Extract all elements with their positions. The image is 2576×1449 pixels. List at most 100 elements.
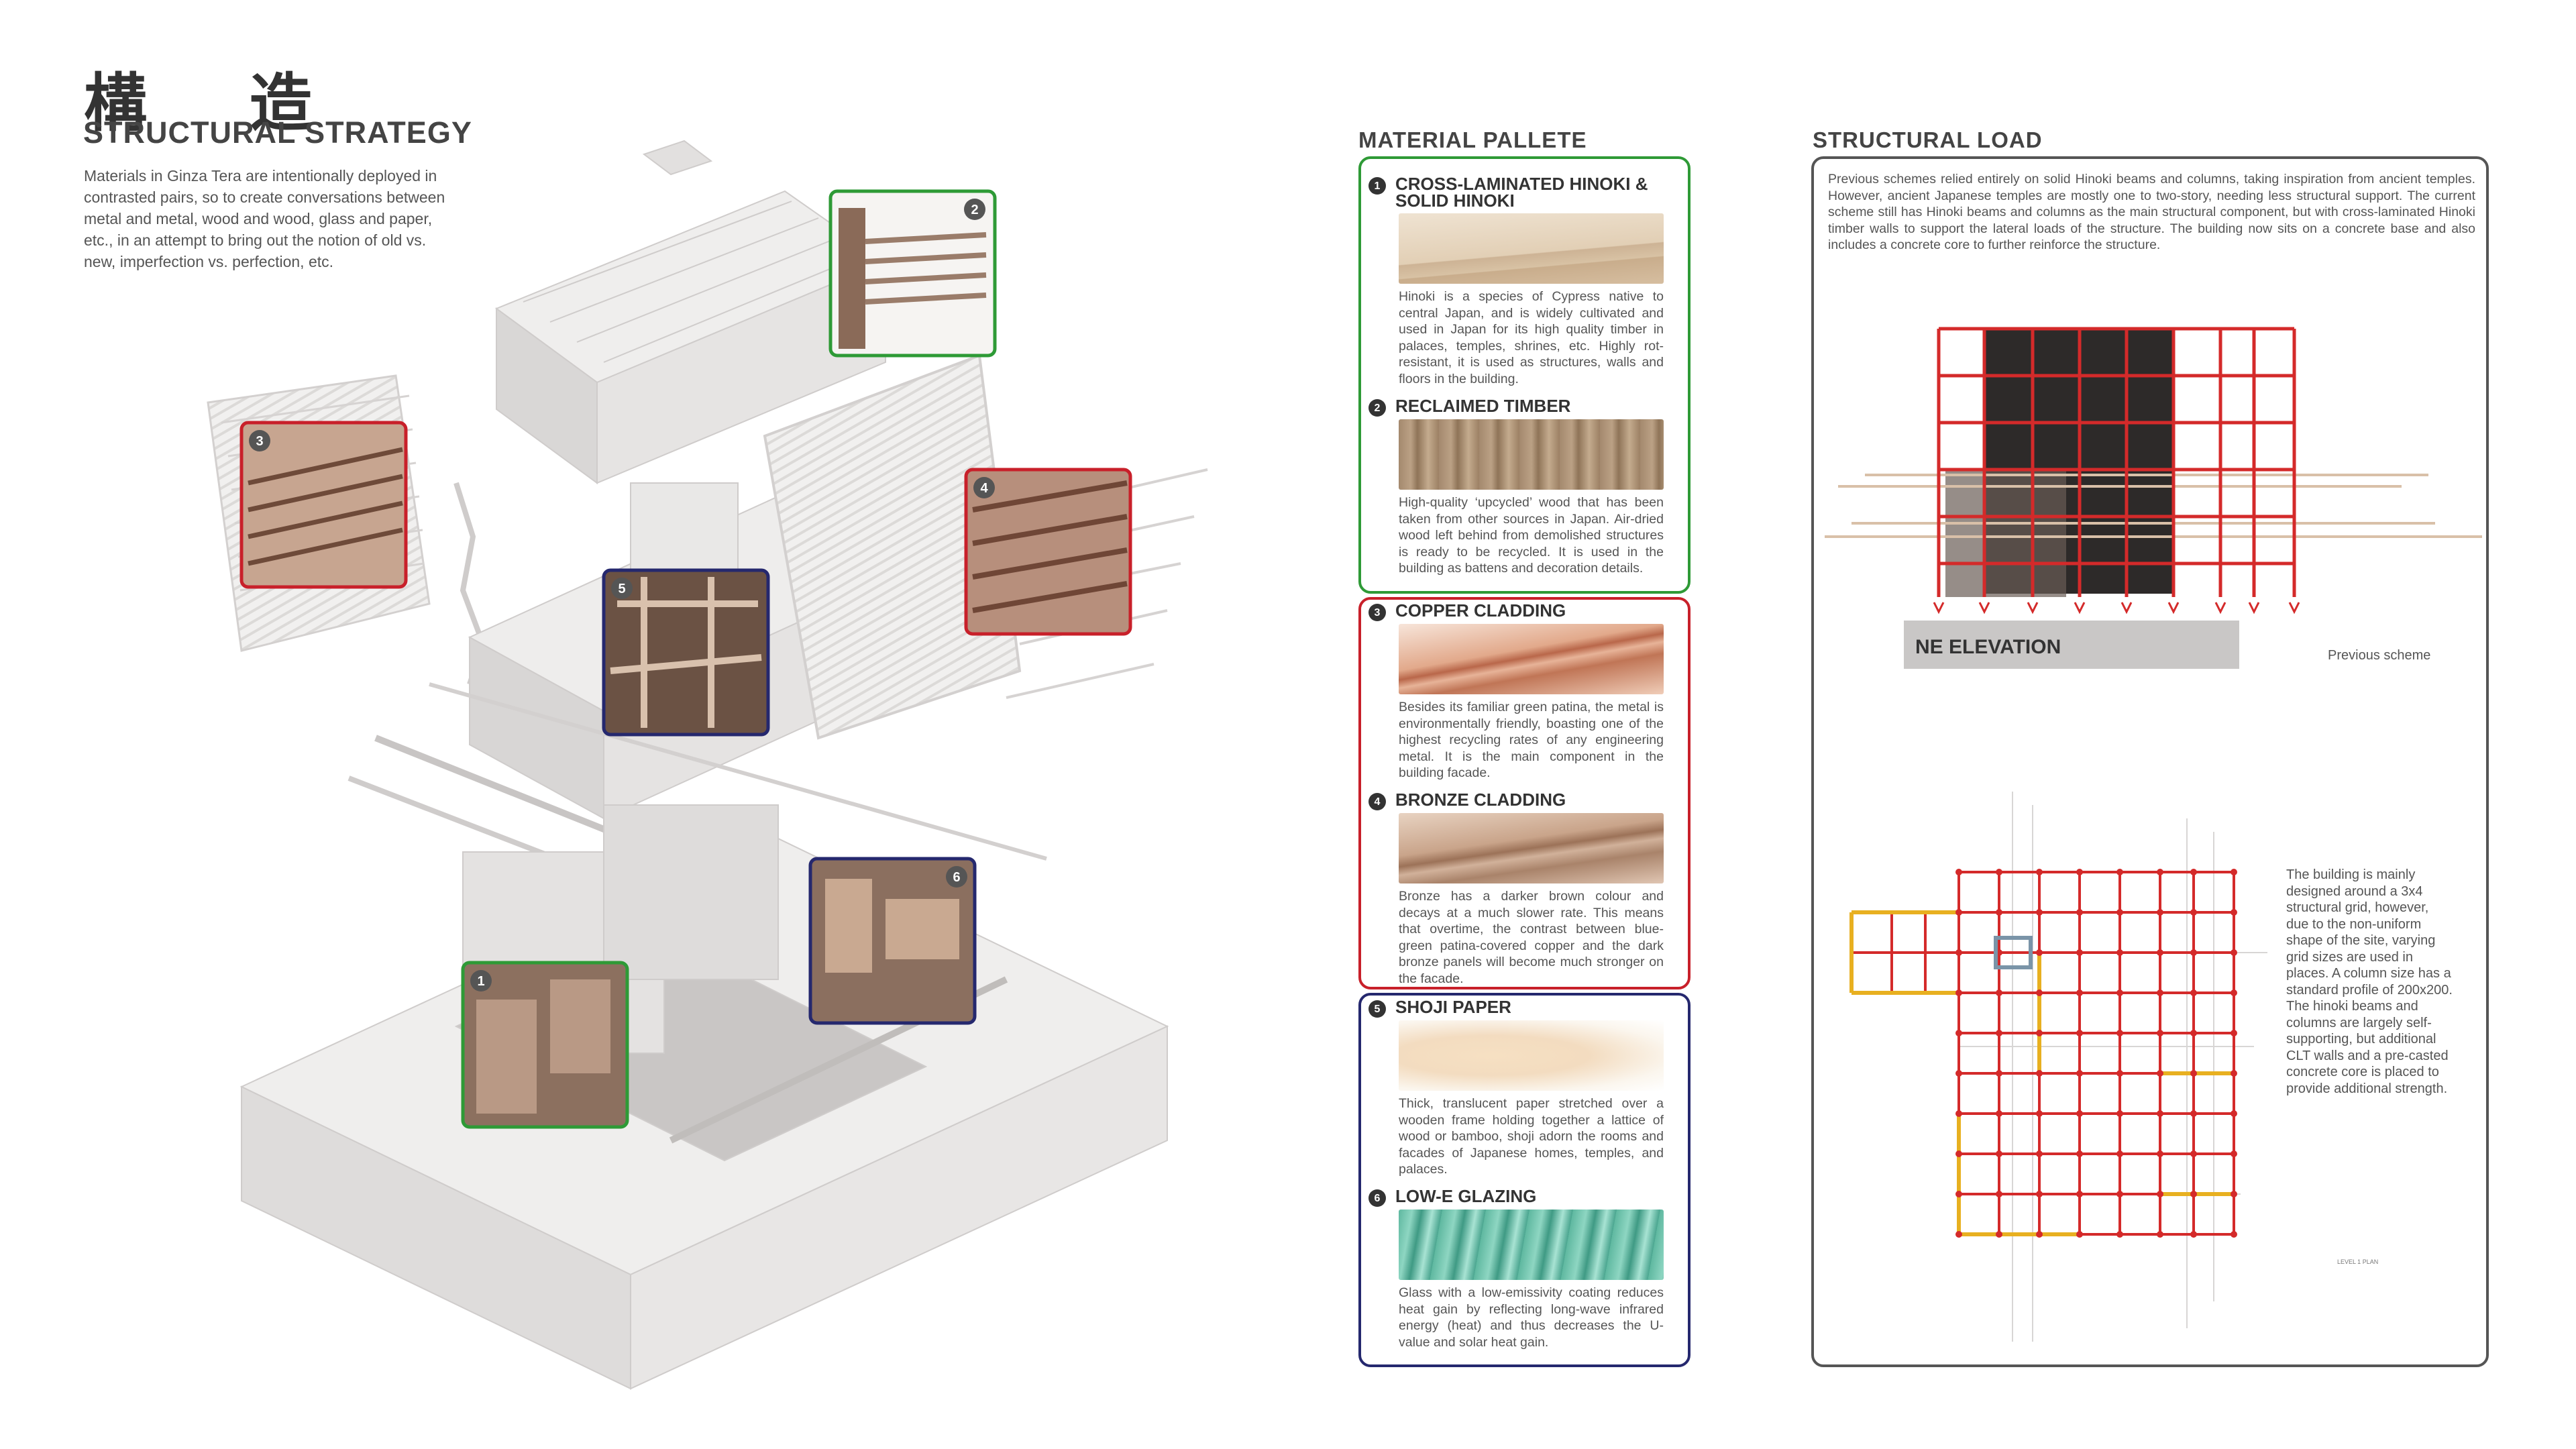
plan-structural-grid	[1849, 869, 2237, 1238]
plan-column-node	[1955, 1030, 1962, 1036]
copper-cladding-sample-image	[1399, 624, 1664, 694]
plan-column-node	[2036, 1030, 2043, 1036]
plan-column-node	[2231, 869, 2237, 875]
callout-number-5: 5	[611, 578, 633, 599]
svg-text:4: 4	[980, 481, 988, 496]
plan-column-node	[2036, 949, 2043, 956]
material-description: High-quality ‘upcycled’ wood that has be…	[1399, 495, 1664, 576]
hinoki-sample-image	[1399, 213, 1664, 284]
plan-column-node	[2116, 1231, 2123, 1238]
material-number: 2	[1368, 399, 1386, 417]
callout-3[interactable]	[239, 421, 408, 589]
bronze-cladding-sample-image	[1399, 813, 1664, 883]
plan-column-node	[2190, 1191, 2197, 1197]
plan-column-node	[2116, 869, 2123, 875]
svg-text:1: 1	[477, 974, 484, 989]
plan-column-node	[2190, 1231, 2197, 1238]
intro-text: Materials in Ginza Tera are intentionall…	[84, 167, 445, 270]
plan-column-node	[2076, 1110, 2083, 1117]
roof-level-block	[494, 140, 888, 484]
svg-text:2: 2	[971, 203, 978, 217]
structural-grid-note: The building is mainly designed around a…	[2286, 867, 2453, 1096]
plan-column-node	[2157, 1030, 2163, 1036]
plan-column-node	[2036, 909, 2043, 916]
ground-level-base	[239, 804, 1169, 1390]
callout-1[interactable]	[461, 961, 629, 1129]
plan-column-node	[2076, 949, 2083, 956]
load-arrow	[2167, 602, 2180, 614]
plan-column-node	[2231, 989, 2237, 996]
svg-text:3: 3	[256, 434, 263, 449]
callout-4[interactable]	[964, 468, 1132, 636]
load-arrow	[2027, 602, 2039, 614]
plan-column-node	[2231, 1070, 2237, 1077]
plan-column-node	[1955, 1110, 1962, 1117]
plan-column-node	[2036, 869, 2043, 875]
previous-scheme-label: Previous scheme	[2328, 648, 2431, 663]
structural-load-intro: Previous schemes relied entirely on soli…	[1828, 172, 2475, 252]
load-arrow	[2288, 602, 2300, 614]
callout-2[interactable]	[828, 189, 997, 358]
plan-column-node	[2231, 1030, 2237, 1036]
plan-column-node	[2190, 909, 2197, 916]
plan-column-node	[2157, 909, 2163, 916]
plan-column-node	[2157, 1231, 2163, 1238]
material-name: RECLAIMED TIMBER	[1395, 396, 1571, 416]
plan-column-node	[2116, 1150, 2123, 1157]
plan-column-node	[2231, 949, 2237, 956]
material-name: SHOJI PAPER	[1395, 997, 1511, 1017]
level-1-plan-drawing	[1849, 792, 2267, 1342]
plan-column-node	[2157, 869, 2163, 875]
plan-column-node	[1996, 1150, 2002, 1157]
plan-column-node	[2116, 1070, 2123, 1077]
plan-column-node	[2036, 1110, 2043, 1117]
plan-column-node	[2036, 1150, 2043, 1157]
plan-column-node	[2036, 1231, 2043, 1238]
plan-column-node	[2190, 989, 2197, 996]
reclaimed-timber-sample-image	[1399, 419, 1664, 490]
shoji-paper-sample-image	[1399, 1020, 1664, 1091]
material-number: 1	[1368, 177, 1386, 195]
material-number: 5	[1368, 1000, 1386, 1018]
plan-column-node	[2116, 1191, 2123, 1197]
plan-column-node	[2076, 989, 2083, 996]
material-group-glass-paper	[1358, 993, 1690, 1367]
material-number: 4	[1368, 793, 1386, 810]
structural-load-title: STRUCTURAL LOAD	[1813, 127, 2043, 152]
callout-5[interactable]	[602, 568, 770, 737]
plan-column-node	[2231, 909, 2237, 916]
load-arrow	[2214, 602, 2226, 614]
material-name: COPPER CLADDING	[1395, 600, 1566, 621]
plan-column-node	[1955, 1150, 1962, 1157]
plan-column-node	[2157, 1110, 2163, 1117]
concrete-core	[1994, 936, 2033, 969]
plan-column-node	[2116, 909, 2123, 916]
page-title-kanji: 構 造	[84, 67, 353, 140]
material-name: BRONZE CLADDING	[1395, 790, 1566, 810]
material-name: CROSS-LAMINATED HINOKI & SOLID HINOKI	[1395, 174, 1648, 211]
plan-column-node	[1996, 989, 2002, 996]
plan-column-node	[1955, 1070, 1962, 1077]
material-group-metal	[1358, 597, 1690, 989]
load-arrow	[2121, 602, 2133, 614]
plan-column-node	[1955, 909, 1962, 916]
elevation-beams	[1825, 474, 2482, 538]
plan-column-node	[2076, 1030, 2083, 1036]
callout-6[interactable]	[808, 857, 977, 1025]
plan-column-node	[2190, 1110, 2197, 1117]
plan-column-node	[1955, 989, 1962, 996]
plan-column-node	[1996, 1110, 2002, 1117]
page-title: STRUCTURAL STRATEGY	[83, 115, 472, 150]
svg-text:6: 6	[953, 870, 960, 885]
load-arrow	[1978, 602, 1990, 614]
plan-column-node	[1955, 1231, 1962, 1238]
callout-number-6: 6	[946, 866, 967, 888]
plan-column-node	[2231, 1231, 2237, 1238]
elevation-load-grid	[1933, 327, 2300, 614]
plan-column-node	[2116, 989, 2123, 996]
plan-column-node	[2190, 1030, 2197, 1036]
material-name: LOW-E GLAZING	[1395, 1186, 1537, 1206]
plan-column-node	[2157, 1150, 2163, 1157]
material-pallete-title: MATERIAL PALLETE	[1358, 127, 1587, 152]
